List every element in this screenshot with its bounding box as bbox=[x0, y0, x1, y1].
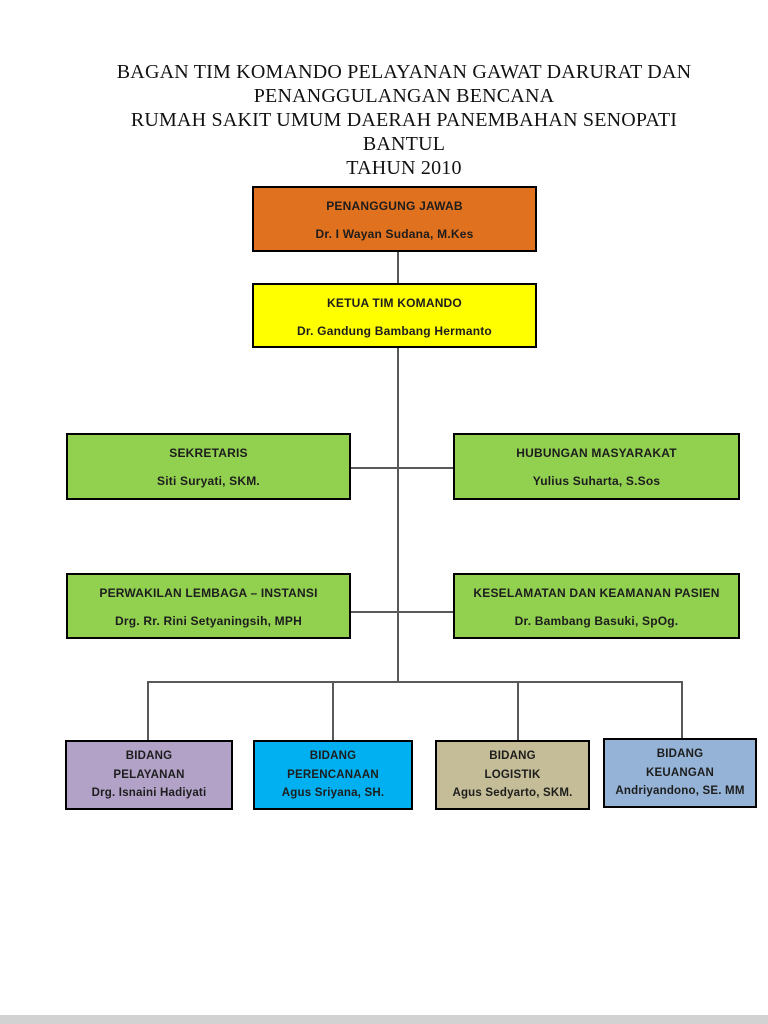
node-bidang-perencanaan: BIDANG PERENCANAAN Agus Sriyana, SH. bbox=[253, 740, 413, 810]
node-title: BIDANG bbox=[489, 750, 536, 763]
node-title: BIDANG bbox=[125, 750, 173, 763]
title-line-1: BAGAN TIM KOMANDO PELAYANAN GAWAT DARURA… bbox=[116, 61, 692, 83]
node-subtitle: KEUANGAN bbox=[645, 766, 715, 779]
node-person-name: Drg. Rr. Rini Setyaningsih, MPH bbox=[115, 614, 302, 628]
node-title: PERWAKILAN LEMBAGA – INSTANSI bbox=[99, 586, 318, 600]
node-person-name: Siti Suryati, SKM. bbox=[157, 474, 260, 488]
node-title: PENANGGUNG JAWAB bbox=[326, 199, 463, 213]
node-person-name: Agus Sriyana, SH. bbox=[281, 787, 385, 800]
node-perwakilan-lembaga: PERWAKILAN LEMBAGA – INSTANSI Drg. Rr. R… bbox=[66, 573, 351, 639]
node-bidang-keuangan: BIDANG KEUANGAN Andriyandono, SE. MM bbox=[603, 738, 757, 808]
node-person-name: Dr. I Wayan Sudana, M.Kes bbox=[315, 227, 474, 241]
node-person-name: Agus Sedyarto, SKM. bbox=[452, 787, 573, 800]
node-title: BIDANG bbox=[309, 750, 357, 763]
node-subtitle: PELAYANAN bbox=[113, 768, 185, 781]
connector-row1-horizontal bbox=[351, 467, 453, 469]
node-person-name: Andriyandono, SE. MM bbox=[615, 785, 745, 798]
node-title: KETUA TIM KOMANDO bbox=[327, 296, 462, 310]
page-edge-strip bbox=[0, 1015, 768, 1024]
connector-center-spine bbox=[397, 348, 399, 683]
node-bidang-pelayanan: BIDANG PELAYANAN Drg. Isnaini Hadiyati bbox=[65, 740, 233, 810]
connector-penanggung-to-ketua bbox=[397, 252, 399, 283]
node-title: BIDANG bbox=[656, 748, 704, 761]
node-penanggung-jawab: PENANGGUNG JAWAB Dr. I Wayan Sudana, M.K… bbox=[252, 186, 537, 252]
node-subtitle: PERENCANAAN bbox=[287, 768, 379, 781]
node-title: KESELAMATAN DAN KEAMANAN PASIEN bbox=[473, 586, 720, 600]
node-hubungan-masyarakat: HUBUNGAN MASYARAKAT Yulius Suharta, S.So… bbox=[453, 433, 740, 500]
node-person-name: Dr. Bambang Basuki, SpOg. bbox=[514, 614, 679, 628]
connector-bottom-horizontal bbox=[147, 681, 683, 683]
node-ketua-tim-komando: KETUA TIM KOMANDO Dr. Gandung Bambang He… bbox=[252, 283, 537, 348]
node-person-name: Yulius Suharta, S.Sos bbox=[532, 474, 661, 488]
title-line-3: RUMAH SAKIT UMUM DAERAH PANEMBAHAN SENOP… bbox=[130, 109, 678, 155]
node-bidang-logistik: BIDANG LOGISTIK Agus Sedyarto, SKM. bbox=[435, 740, 590, 810]
node-person-name: Dr. Gandung Bambang Hermanto bbox=[297, 324, 492, 338]
connector-drop-keuangan bbox=[681, 681, 683, 738]
node-subtitle: LOGISTIK bbox=[484, 768, 541, 781]
title-line-4: TAHUN 2010 bbox=[346, 157, 462, 179]
node-sekretaris: SEKRETARIS Siti Suryati, SKM. bbox=[66, 433, 351, 500]
connector-drop-perencanaan bbox=[332, 681, 334, 740]
connector-row2-horizontal bbox=[351, 611, 453, 613]
connector-drop-logistik bbox=[517, 681, 519, 740]
node-title: SEKRETARIS bbox=[169, 446, 248, 460]
node-title: HUBUNGAN MASYARAKAT bbox=[516, 446, 677, 460]
connector-drop-pelayanan bbox=[147, 681, 149, 740]
page-title: BAGAN TIM KOMANDO PELAYANAN GAWAT DARURA… bbox=[104, 60, 704, 180]
node-keselamatan-pasien: KESELAMATAN DAN KEAMANAN PASIEN Dr. Bamb… bbox=[453, 573, 740, 639]
node-person-name: Drg. Isnaini Hadiyati bbox=[91, 787, 207, 800]
title-line-2: PENANGGULANGAN BENCANA bbox=[253, 85, 555, 107]
